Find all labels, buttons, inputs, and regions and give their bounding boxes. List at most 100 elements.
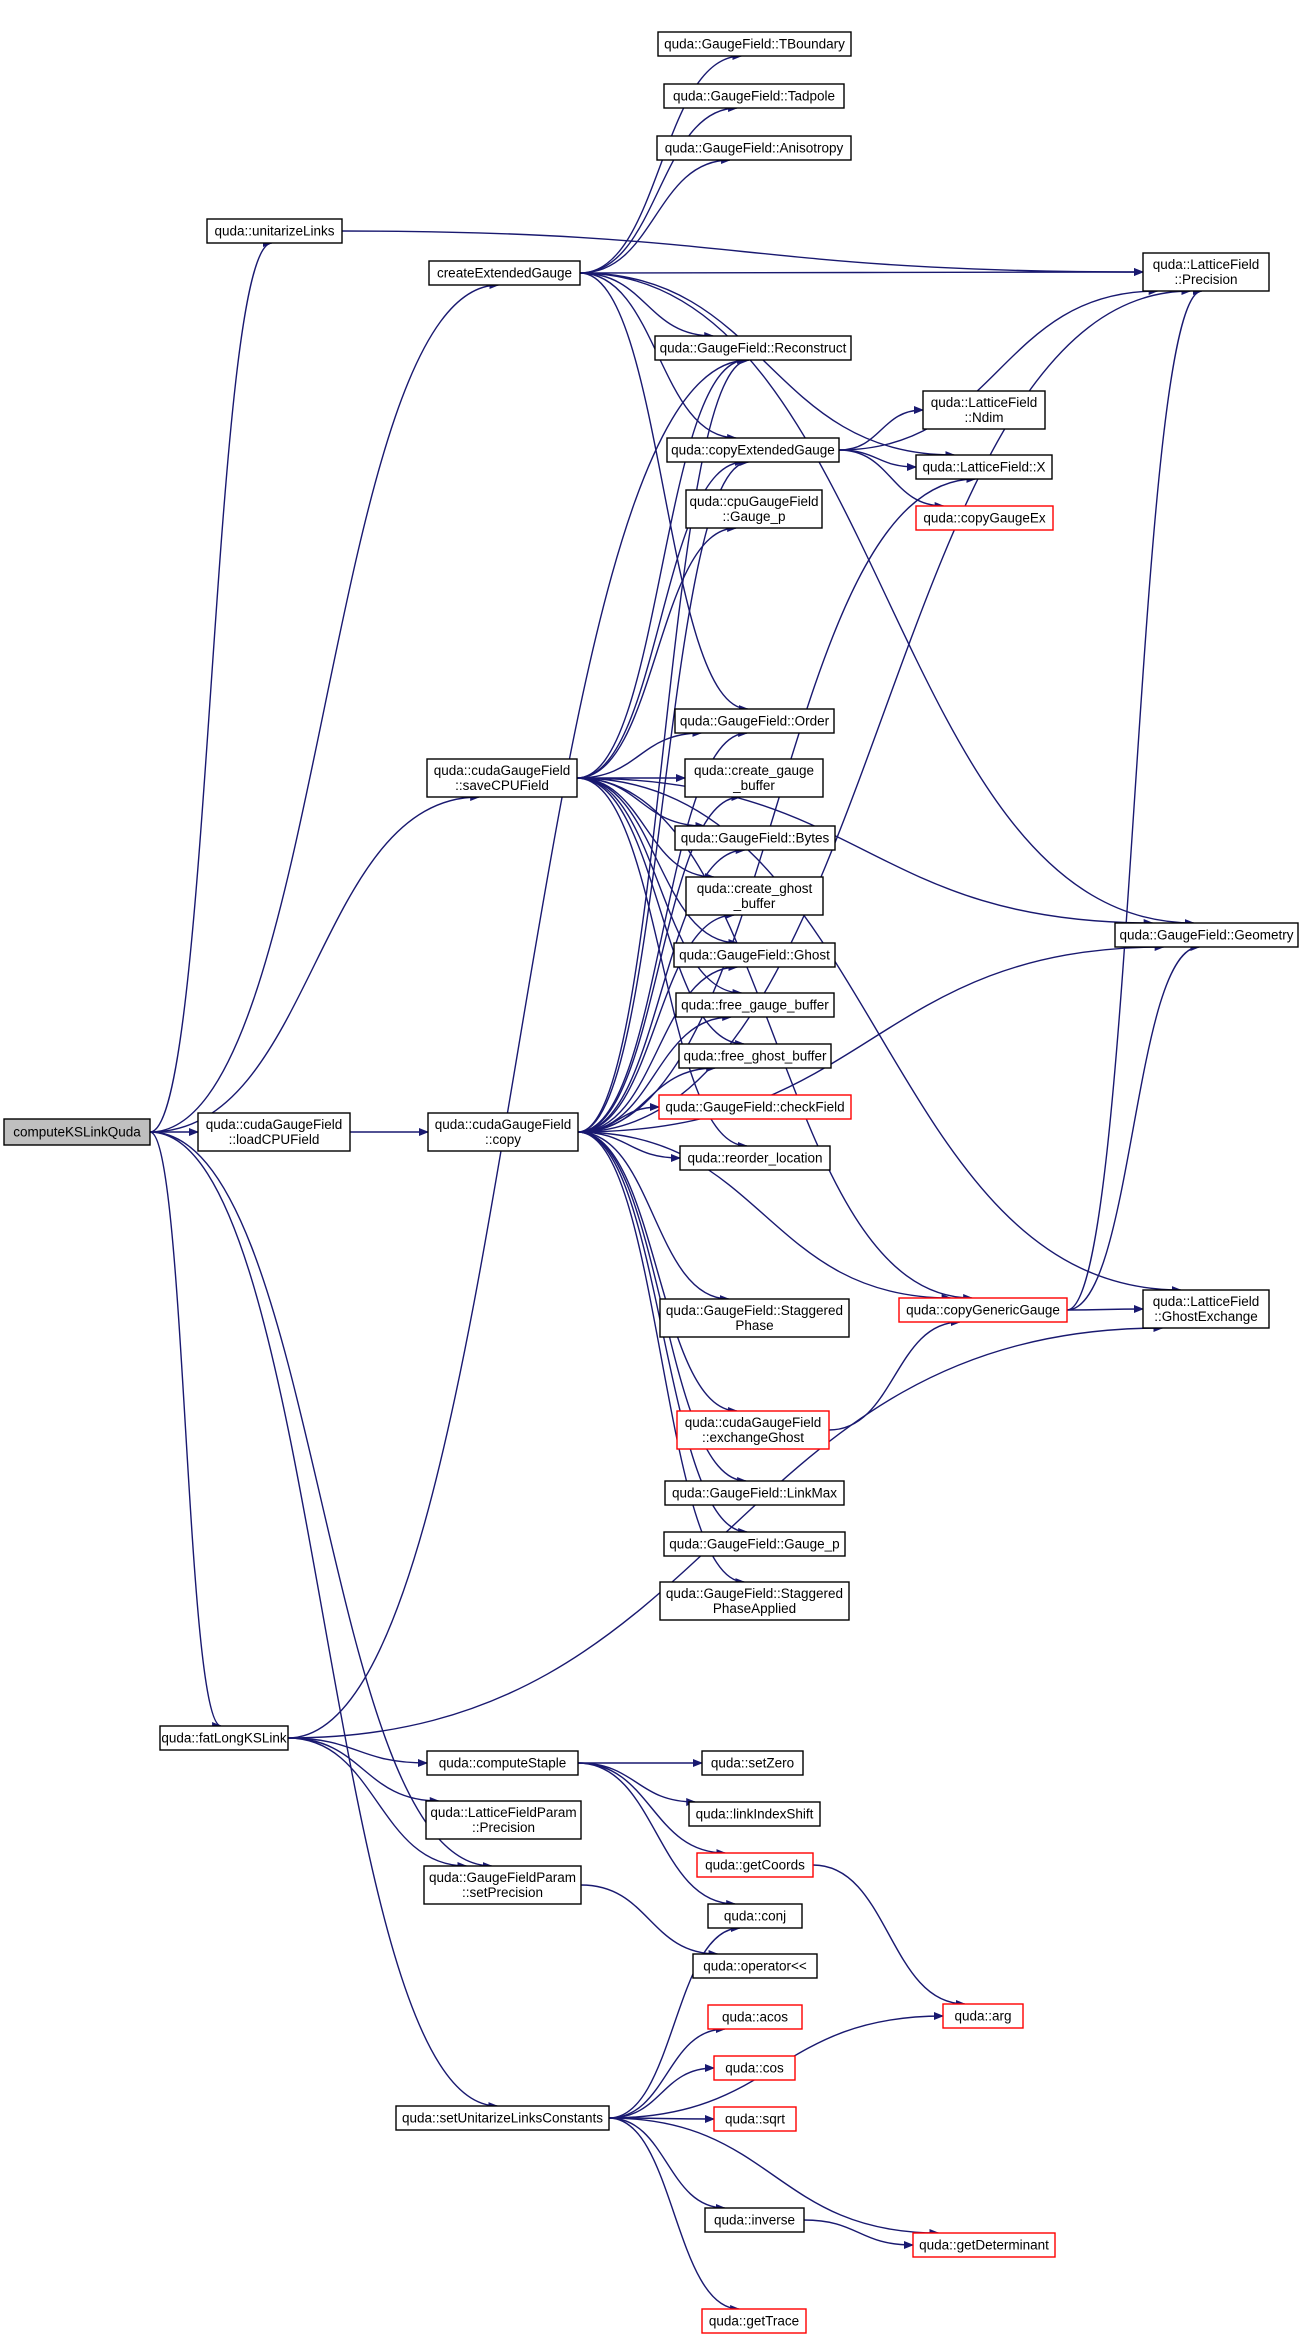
- node-setUnitarize[interactable]: quda::setUnitarizeLinksConstants: [395, 2105, 610, 2131]
- node-box: [654, 335, 852, 361]
- node-tadpole[interactable]: quda::GaugeField::Tadpole: [663, 83, 845, 109]
- node-box: [898, 1297, 1068, 1323]
- node-createExt[interactable]: createExtendedGauge: [428, 260, 581, 286]
- call-edge-saveCPU-to-copyGeneric: [576, 777, 974, 1302]
- node-tboundary[interactable]: quda::GaugeField::TBoundary: [657, 31, 852, 57]
- node-label: quda::getDeterminant: [919, 2238, 1049, 2253]
- node-gfpSetPrecision[interactable]: quda::GaugeFieldParam::setPrecision: [423, 1865, 582, 1905]
- node-setZero[interactable]: quda::setZero: [701, 1750, 804, 1776]
- node-label: quda::cos: [725, 2061, 784, 2076]
- node-label: quda::cudaGaugeField: [434, 763, 571, 778]
- node-label: quda::GaugeFieldParam: [429, 1870, 576, 1885]
- call-edge-cudaCopy-to-order: [577, 729, 749, 1133]
- node-exchangeGhost[interactable]: quda::cudaGaugeField::exchangeGhost: [676, 1410, 830, 1450]
- node-label: quda::getCoords: [705, 1858, 805, 1873]
- call-edge-saveCPU-to-geometry: [576, 777, 1154, 927]
- node-reorder[interactable]: quda::reorder_location: [679, 1145, 831, 1171]
- call-edge-setUnitarize-to-getTrace: [608, 2117, 741, 2313]
- node-getTrace[interactable]: quda::getTrace: [701, 2308, 807, 2334]
- node-ghost[interactable]: quda::GaugeField::Ghost: [673, 942, 836, 968]
- node-label: ::Ndim: [964, 410, 1003, 425]
- node-label: quda::LatticeField::X: [922, 460, 1045, 475]
- edge-path: [608, 2025, 726, 2119]
- node-box: [701, 1750, 804, 1776]
- node-linkMax[interactable]: quda::GaugeField::LinkMax: [664, 1480, 845, 1506]
- node-box: [701, 2308, 807, 2334]
- edge-path: [577, 963, 739, 1133]
- node-label: quda::free_ghost_buffer: [683, 1049, 827, 1064]
- node-computeKS[interactable]: computeKSLinkQuda: [3, 1118, 151, 1146]
- node-inverse[interactable]: quda::inverse: [704, 2207, 805, 2233]
- node-box: [659, 1581, 850, 1621]
- node-conj[interactable]: quda::conj: [707, 1903, 803, 1929]
- call-edge-saveCPU-to-reconstruct: [576, 356, 747, 779]
- node-label: _buffer: [733, 896, 776, 911]
- node-freeGaugeBuf[interactable]: quda::free_gauge_buffer: [675, 992, 835, 1018]
- call-edge-cudaCopy-to-exchangeGhost: [577, 1131, 739, 1415]
- node-label: quda::cudaGaugeField: [685, 1415, 822, 1430]
- node-getCoords[interactable]: quda::getCoords: [696, 1852, 814, 1878]
- call-edge-cudaCopy-to-staggeredPhase: [577, 1131, 730, 1303]
- node-unitarize[interactable]: quda::unitarizeLinks: [206, 218, 343, 244]
- node-copyGaugeEx[interactable]: quda::copyGaugeEx: [915, 505, 1054, 531]
- edge-path: [576, 356, 747, 779]
- edge-path: [838, 449, 945, 510]
- call-edge-cudaCopy-to-createGhostBuf: [577, 911, 736, 1133]
- node-label: ::copy: [485, 1132, 521, 1147]
- node-sqrt[interactable]: quda::sqrt: [713, 2106, 797, 2132]
- node-saveCPU[interactable]: quda::cudaGaugeField::saveCPUField: [426, 758, 578, 798]
- node-computeStaple[interactable]: quda::computeStaple: [426, 1750, 579, 1776]
- node-lfX[interactable]: quda::LatticeField::X: [915, 454, 1053, 480]
- node-label: quda::cudaGaugeField: [435, 1117, 572, 1132]
- call-edge-cudaCopy-to-stagApplied: [577, 1131, 746, 1586]
- node-createGaugeBuf[interactable]: quda::create_gauge_buffer: [684, 758, 824, 798]
- node-lfGhostEx[interactable]: quda::LatticeField::GhostExchange: [1142, 1289, 1270, 1329]
- edge-path: [608, 2117, 741, 2313]
- edge-path: [577, 1131, 952, 1302]
- node-box: [426, 1750, 579, 1776]
- node-box: [663, 1531, 846, 1557]
- node-label: quda::computeStaple: [439, 1756, 567, 1771]
- call-edge-setUnitarize-to-getDeterminant: [608, 2117, 940, 2237]
- edge-path: [341, 230, 1144, 276]
- node-box: [942, 2003, 1024, 2029]
- node-lfNdim[interactable]: quda::LatticeField::Ndim: [922, 390, 1046, 430]
- node-box: [688, 1801, 821, 1827]
- node-box: [3, 1118, 151, 1146]
- call-edge-computeKS-to-unitarize: [149, 239, 273, 1133]
- node-label: quda::linkIndexShift: [696, 1807, 814, 1822]
- node-label: quda::GaugeField::Anisotropy: [665, 141, 844, 156]
- node-createGhostBuf[interactable]: quda::create_ghost_buffer: [685, 876, 824, 916]
- node-arg[interactable]: quda::arg: [942, 2003, 1024, 2029]
- node-lfpPrecision[interactable]: quda::LatticeFieldParam::Precision: [425, 1800, 582, 1840]
- node-acos[interactable]: quda::acos: [707, 2004, 803, 2030]
- node-copyGeneric[interactable]: quda::copyGenericGauge: [898, 1297, 1068, 1323]
- node-box: [704, 2207, 805, 2233]
- edge-path: [608, 2117, 726, 2212]
- node-anisotropy[interactable]: quda::GaugeField::Anisotropy: [656, 135, 852, 161]
- node-cos[interactable]: quda::cos: [713, 2055, 796, 2081]
- node-fatLong[interactable]: quda::fatLongKSLink: [159, 1725, 289, 1751]
- node-gaugeP[interactable]: quda::GaugeField::Gauge_p: [663, 1531, 846, 1557]
- node-cudaCopy[interactable]: quda::cudaGaugeField::copy: [427, 1112, 579, 1152]
- node-operatorLL[interactable]: quda::operator<<: [692, 1953, 818, 1979]
- node-reconstruct[interactable]: quda::GaugeField::Reconstruct: [654, 335, 852, 361]
- node-freeGhostBuf[interactable]: quda::free_ghost_buffer: [678, 1043, 832, 1069]
- node-lfPrecision[interactable]: quda::LatticeField::Precision: [1142, 252, 1270, 292]
- node-cpuGaugeP[interactable]: quda::cpuGaugeField::Gauge_p: [685, 489, 823, 529]
- node-label: quda::GaugeField::Bytes: [681, 831, 830, 846]
- node-copyExt[interactable]: quda::copyExtendedGauge: [666, 437, 840, 463]
- node-label: ::Gauge_p: [722, 509, 785, 524]
- node-box: [428, 260, 581, 286]
- node-linkIndexShift[interactable]: quda::linkIndexShift: [688, 1801, 821, 1827]
- node-bytes[interactable]: quda::GaugeField::Bytes: [674, 825, 836, 851]
- node-checkField[interactable]: quda::GaugeField::checkField: [658, 1094, 852, 1120]
- node-geometry[interactable]: quda::GaugeField::Geometry: [1114, 922, 1299, 948]
- node-loadCPU[interactable]: quda::cudaGaugeField::loadCPUField: [197, 1112, 351, 1152]
- node-order[interactable]: quda::GaugeField::Order: [674, 708, 835, 734]
- call-edge-fatLong-to-gfpSetPrecision: [287, 1737, 468, 1870]
- node-label: quda::free_gauge_buffer: [681, 998, 829, 1013]
- node-getDeterminant[interactable]: quda::getDeterminant: [912, 2232, 1056, 2258]
